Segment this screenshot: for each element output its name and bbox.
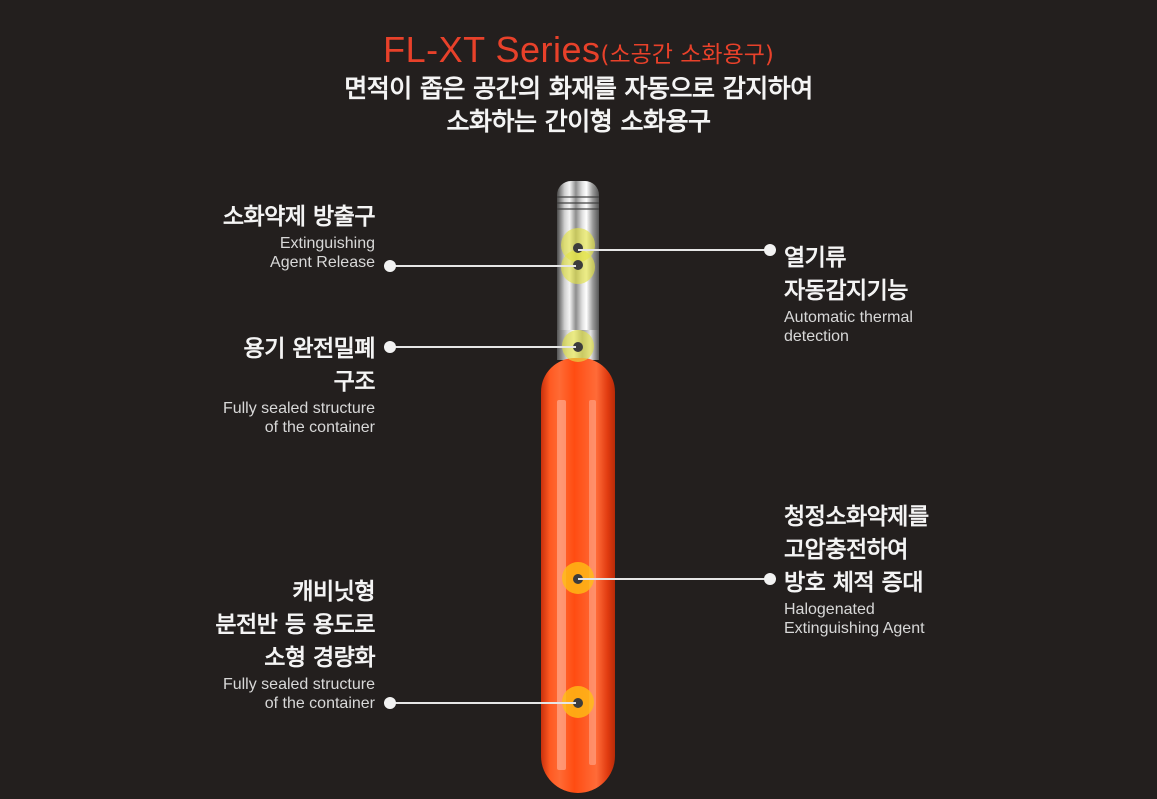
callout-title: 청정소화약제를 <box>784 504 929 530</box>
callout-desc: Agent Release <box>270 254 375 271</box>
product-title-sub: (소공간 소화용구) <box>600 42 774 68</box>
leader-dot <box>764 244 776 256</box>
callout-title: 방호 체적 증대 <box>784 570 923 596</box>
callout-compact-lightweight: 캐비닛형 분전반 등 용도로 소형 경량화 Fully sealed struc… <box>215 576 375 713</box>
leader-line-compact <box>390 702 576 704</box>
header: FL-XT Series(소공간 소화용구) 면적이 좁은 공간의 화재를 자동… <box>0 28 1157 138</box>
product-title: FL-XT Series <box>383 29 601 70</box>
callout-title: 고압충전하여 <box>784 537 908 563</box>
body-highlight <box>557 400 566 770</box>
cap-groove <box>557 196 599 198</box>
leader-dot <box>764 573 776 585</box>
callout-sealed-container: 용기 완전밀폐 구조 Fully sealed structure of the… <box>222 333 376 437</box>
subtitle-line-2: 소화하는 간이형 소화용구 <box>446 107 711 136</box>
callout-thermal-detection: 열기류 자동감지기능 Automatic thermal detection <box>784 242 913 346</box>
callout-title: 소형 경량화 <box>264 645 375 671</box>
hotspot-pin[interactable] <box>573 342 583 352</box>
callout-desc: Fully sealed structure <box>222 676 375 693</box>
callout-title: 열기류 <box>784 245 846 271</box>
callout-title: 분전반 등 용도로 <box>215 612 375 638</box>
callout-desc: of the container <box>264 419 375 436</box>
callout-title: 소화약제 방출구 <box>222 204 376 230</box>
callout-desc: Extinguishing Agent <box>784 620 925 637</box>
callout-agent-release: 소화약제 방출구 Extinguishing Agent Release <box>222 201 376 272</box>
leader-dot <box>384 260 396 272</box>
callout-title: 캐비닛형 <box>292 579 375 605</box>
leader-line-sealed-container <box>390 346 576 348</box>
hotspot-pin[interactable] <box>573 243 583 253</box>
subtitle-line-1: 면적이 좁은 공간의 화재를 자동으로 감지하여 <box>344 74 813 103</box>
callout-desc: Halogenated <box>784 601 875 618</box>
callout-title: 용기 완전밀폐 <box>243 336 376 362</box>
leader-line-agent-release <box>390 265 576 267</box>
cap-groove <box>557 202 599 204</box>
callout-desc: detection <box>784 328 849 345</box>
title-row: FL-XT Series(소공간 소화용구) <box>0 28 1157 72</box>
leader-dot <box>384 697 396 709</box>
callout-title: 자동감지기능 <box>784 278 908 304</box>
leader-line-halogenated-agent <box>578 578 770 580</box>
hotspot-pin[interactable] <box>573 260 583 270</box>
callout-halogenated-agent: 청정소화약제를 고압충전하여 방호 체적 증대 Halogenated Exti… <box>784 501 929 638</box>
leader-line-thermal-detection <box>578 249 770 251</box>
callout-desc: Automatic thermal <box>784 309 913 326</box>
hotspot-pin[interactable] <box>573 698 583 708</box>
leader-dot <box>384 341 396 353</box>
callout-title: 구조 <box>333 369 376 395</box>
callout-desc: Extinguishing <box>279 235 375 252</box>
callout-desc: of the container <box>264 695 375 712</box>
callout-desc: Fully sealed structure <box>222 400 375 417</box>
cap-groove <box>557 208 599 210</box>
